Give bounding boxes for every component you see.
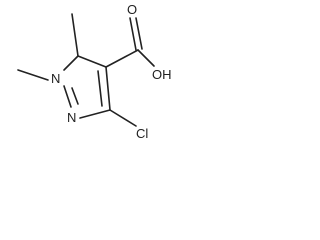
atom-o-carbonyl: O bbox=[127, 2, 137, 17]
bond-c5-c4 bbox=[77, 55, 107, 68]
atom-hydroxyl: OH bbox=[152, 67, 172, 82]
molecule-drawing: O OH N N Cl bbox=[17, 2, 172, 141]
atom-chlorine: Cl bbox=[136, 126, 148, 141]
bond-carbonyl-inner bbox=[135, 17, 143, 50]
bond-n1-methyl bbox=[17, 69, 49, 81]
structure-canvas: O OH N N Cl bbox=[0, 0, 194, 144]
bond-c4-c3-inner bbox=[97, 70, 103, 107]
atom-n2: N bbox=[67, 110, 76, 125]
bond-carboxyl-oh bbox=[137, 49, 155, 67]
bond-carbonyl-outer bbox=[129, 17, 137, 51]
bond-c3-n2 bbox=[79, 109, 111, 119]
bond-c4-c3 bbox=[105, 66, 111, 111]
bond-n1-c5 bbox=[63, 55, 79, 71]
bond-c5-methyl bbox=[71, 13, 79, 57]
bond-c4-carboxyl bbox=[105, 49, 139, 68]
bond-n2-n1-inner bbox=[71, 87, 79, 105]
bond-n2-n1 bbox=[63, 85, 72, 108]
bond-c3-cl bbox=[109, 109, 137, 127]
atom-n1: N bbox=[51, 71, 60, 86]
